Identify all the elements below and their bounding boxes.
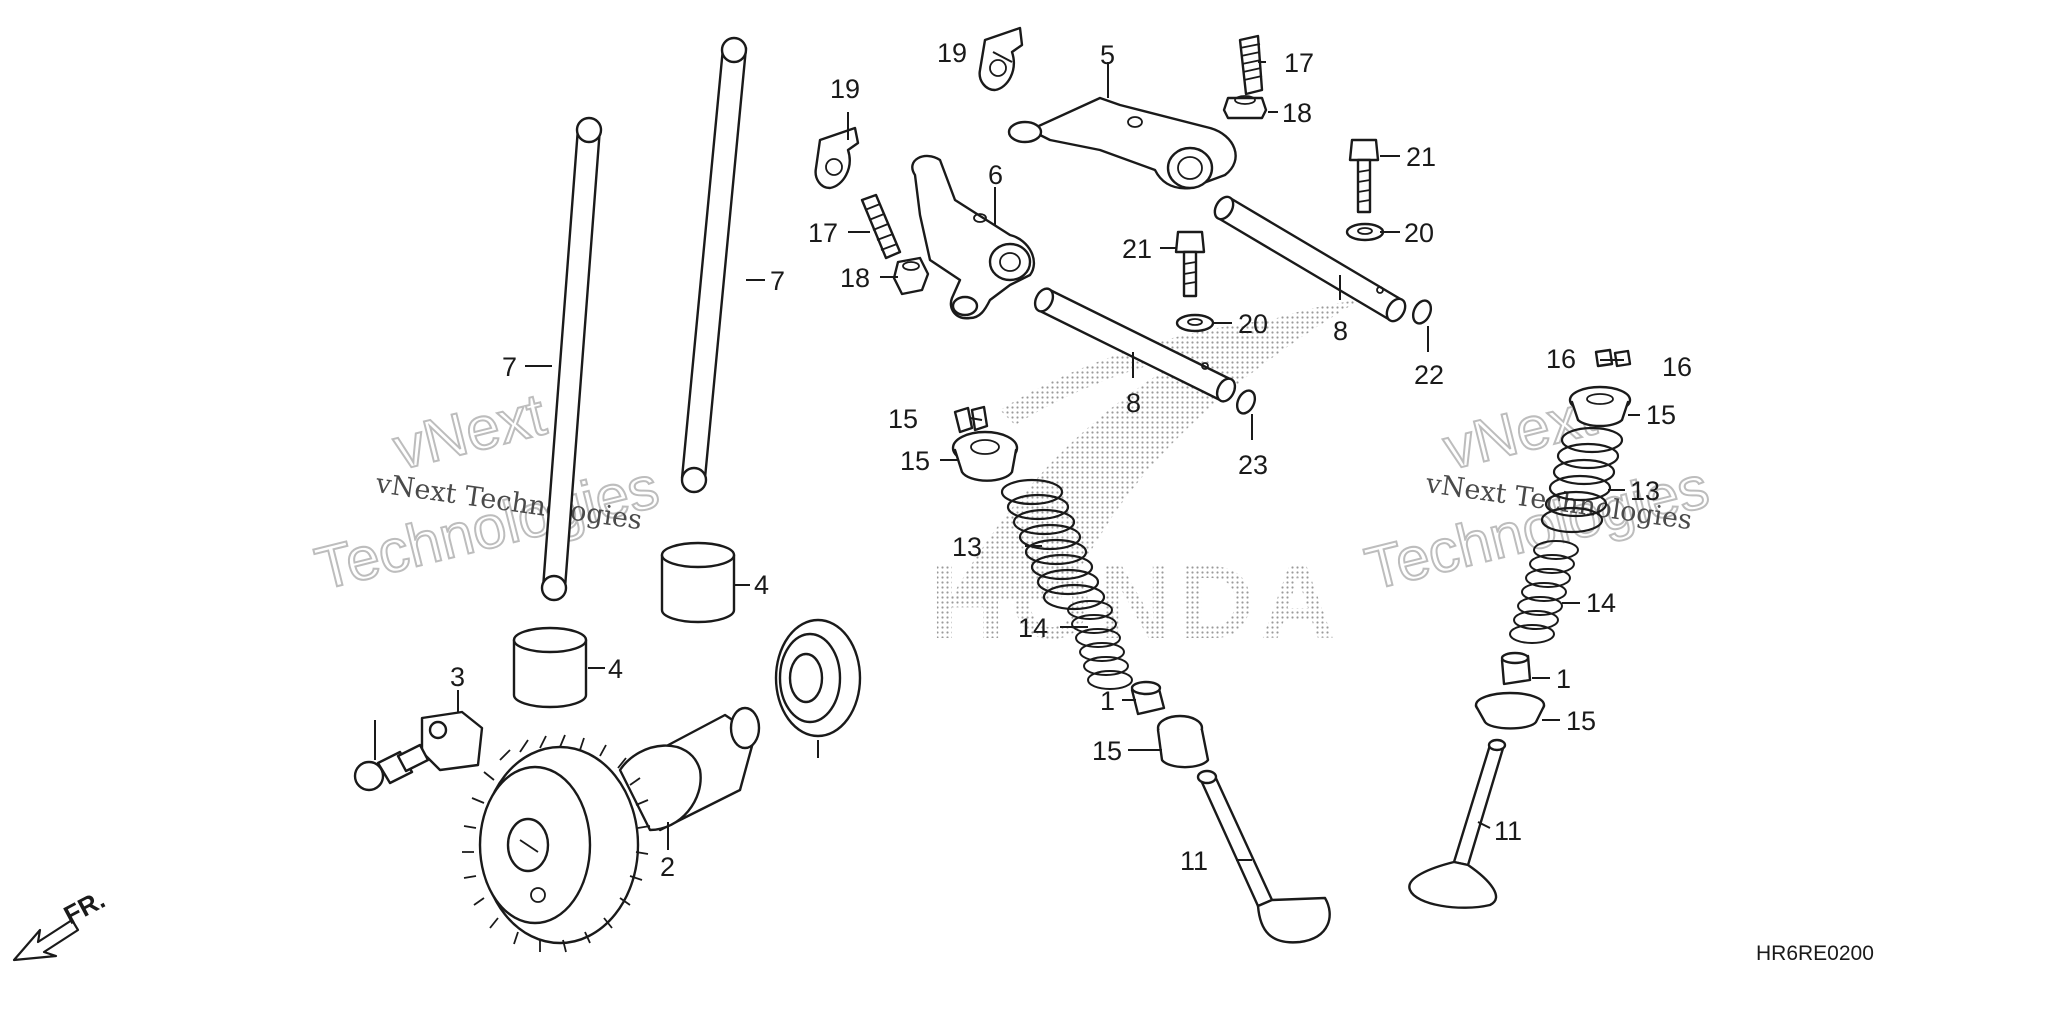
rocker-shaft-lower xyxy=(1033,287,1237,403)
bracket-upper xyxy=(978,26,1024,92)
adjusting-screw-lower xyxy=(860,193,902,260)
brand-watermark-text: HONDA xyxy=(930,545,1341,661)
washer-upper xyxy=(1345,222,1385,242)
callout-21: 21 xyxy=(1406,142,1436,172)
o-ring-lower xyxy=(1235,389,1257,415)
callout-13: 15 xyxy=(1646,400,1676,430)
pushrod-right xyxy=(680,36,748,494)
callout-20: 23 xyxy=(1238,450,1268,480)
callout-5: 5 xyxy=(1100,40,1115,70)
callout-2: 2 xyxy=(660,852,675,882)
camshaft xyxy=(462,706,761,953)
callout-15: 16 xyxy=(1546,344,1576,374)
figure-code: HR6RE0200 xyxy=(1756,942,1874,965)
callout-4: 4 xyxy=(754,570,769,600)
callout-13: 15 xyxy=(900,446,930,476)
lock-nut-lower xyxy=(892,256,930,296)
bolt-upper xyxy=(1348,138,1380,214)
callout-12: 14 xyxy=(1586,588,1616,618)
callout-18: 19 xyxy=(937,38,967,68)
callout-14: 15 xyxy=(1092,736,1122,766)
callout-6: 6 xyxy=(988,160,1003,190)
rocker-arm-left xyxy=(911,154,1036,320)
leader-lines xyxy=(374,51,1640,861)
callout-14: 15 xyxy=(1566,706,1596,736)
o-ring-upper xyxy=(1411,299,1433,325)
callout-17: 18 xyxy=(840,263,870,293)
callout-12: 14 xyxy=(1018,613,1048,643)
flange-bolt xyxy=(353,743,430,792)
spring-seat-right xyxy=(1474,691,1546,730)
callout-19: 20 xyxy=(1238,309,1268,339)
tappet-lower xyxy=(512,626,588,709)
valve-cotters-left xyxy=(953,405,989,434)
callout-1: 1 xyxy=(1100,686,1115,716)
callout-16: 17 xyxy=(1284,48,1314,78)
callout-4: 4 xyxy=(608,654,623,684)
camshaft-plate xyxy=(420,710,484,772)
bearing xyxy=(774,618,862,738)
front-arrow-icon xyxy=(12,918,80,962)
callout-8: 8 xyxy=(1126,388,1141,418)
adjusting-screw-upper xyxy=(1238,34,1264,96)
watermark-left-big-top: vNext xyxy=(387,380,552,482)
tappet-upper xyxy=(660,541,736,624)
callout-16: 17 xyxy=(808,218,838,248)
watermark-left: vNext Technologies vNext Technologies xyxy=(308,379,666,603)
spring-retainer-left xyxy=(951,430,1019,482)
washer-lower xyxy=(1175,313,1215,333)
callout-3: 3 xyxy=(450,662,465,692)
spring-retainer-right xyxy=(1568,385,1632,428)
callout-1: 1 xyxy=(1556,664,1571,694)
bracket-lower xyxy=(814,126,860,190)
callout-20: 22 xyxy=(1414,360,1444,390)
intake-valve xyxy=(1408,738,1507,909)
callout-7: 7 xyxy=(770,266,785,296)
valve-cotters-right xyxy=(1594,348,1632,368)
callout-15: 16 xyxy=(1662,352,1692,382)
callout-11: 13 xyxy=(1630,476,1660,506)
callout-15: 15 xyxy=(888,404,918,434)
callout-8: 8 xyxy=(1333,316,1348,346)
exhaust-valve xyxy=(1196,769,1331,944)
callout-21: 21 xyxy=(1122,234,1152,264)
callout-17: 18 xyxy=(1282,98,1312,128)
lock-nut-upper xyxy=(1222,95,1268,120)
stem-seal-right xyxy=(1500,651,1532,686)
front-indicator: FR. xyxy=(12,884,110,962)
bolt-lower xyxy=(1174,230,1206,298)
callout-11: 13 xyxy=(952,532,982,562)
stem-seal-left xyxy=(1130,680,1166,716)
callout-18: 19 xyxy=(830,74,860,104)
callouts: 19 19 5 6 17 18 17 18 7 7 21 20 21 20 8 … xyxy=(450,38,1692,882)
pushrod-left xyxy=(540,116,603,602)
callout-9: 11 xyxy=(1494,816,1522,846)
callout-19: 20 xyxy=(1404,218,1434,248)
callout-10: 11 xyxy=(1180,846,1208,876)
spring-seat-left xyxy=(1156,714,1210,769)
rocker-shaft-upper xyxy=(1213,195,1407,323)
callout-7: 7 xyxy=(502,352,517,382)
rocker-arm-right xyxy=(1007,96,1237,190)
